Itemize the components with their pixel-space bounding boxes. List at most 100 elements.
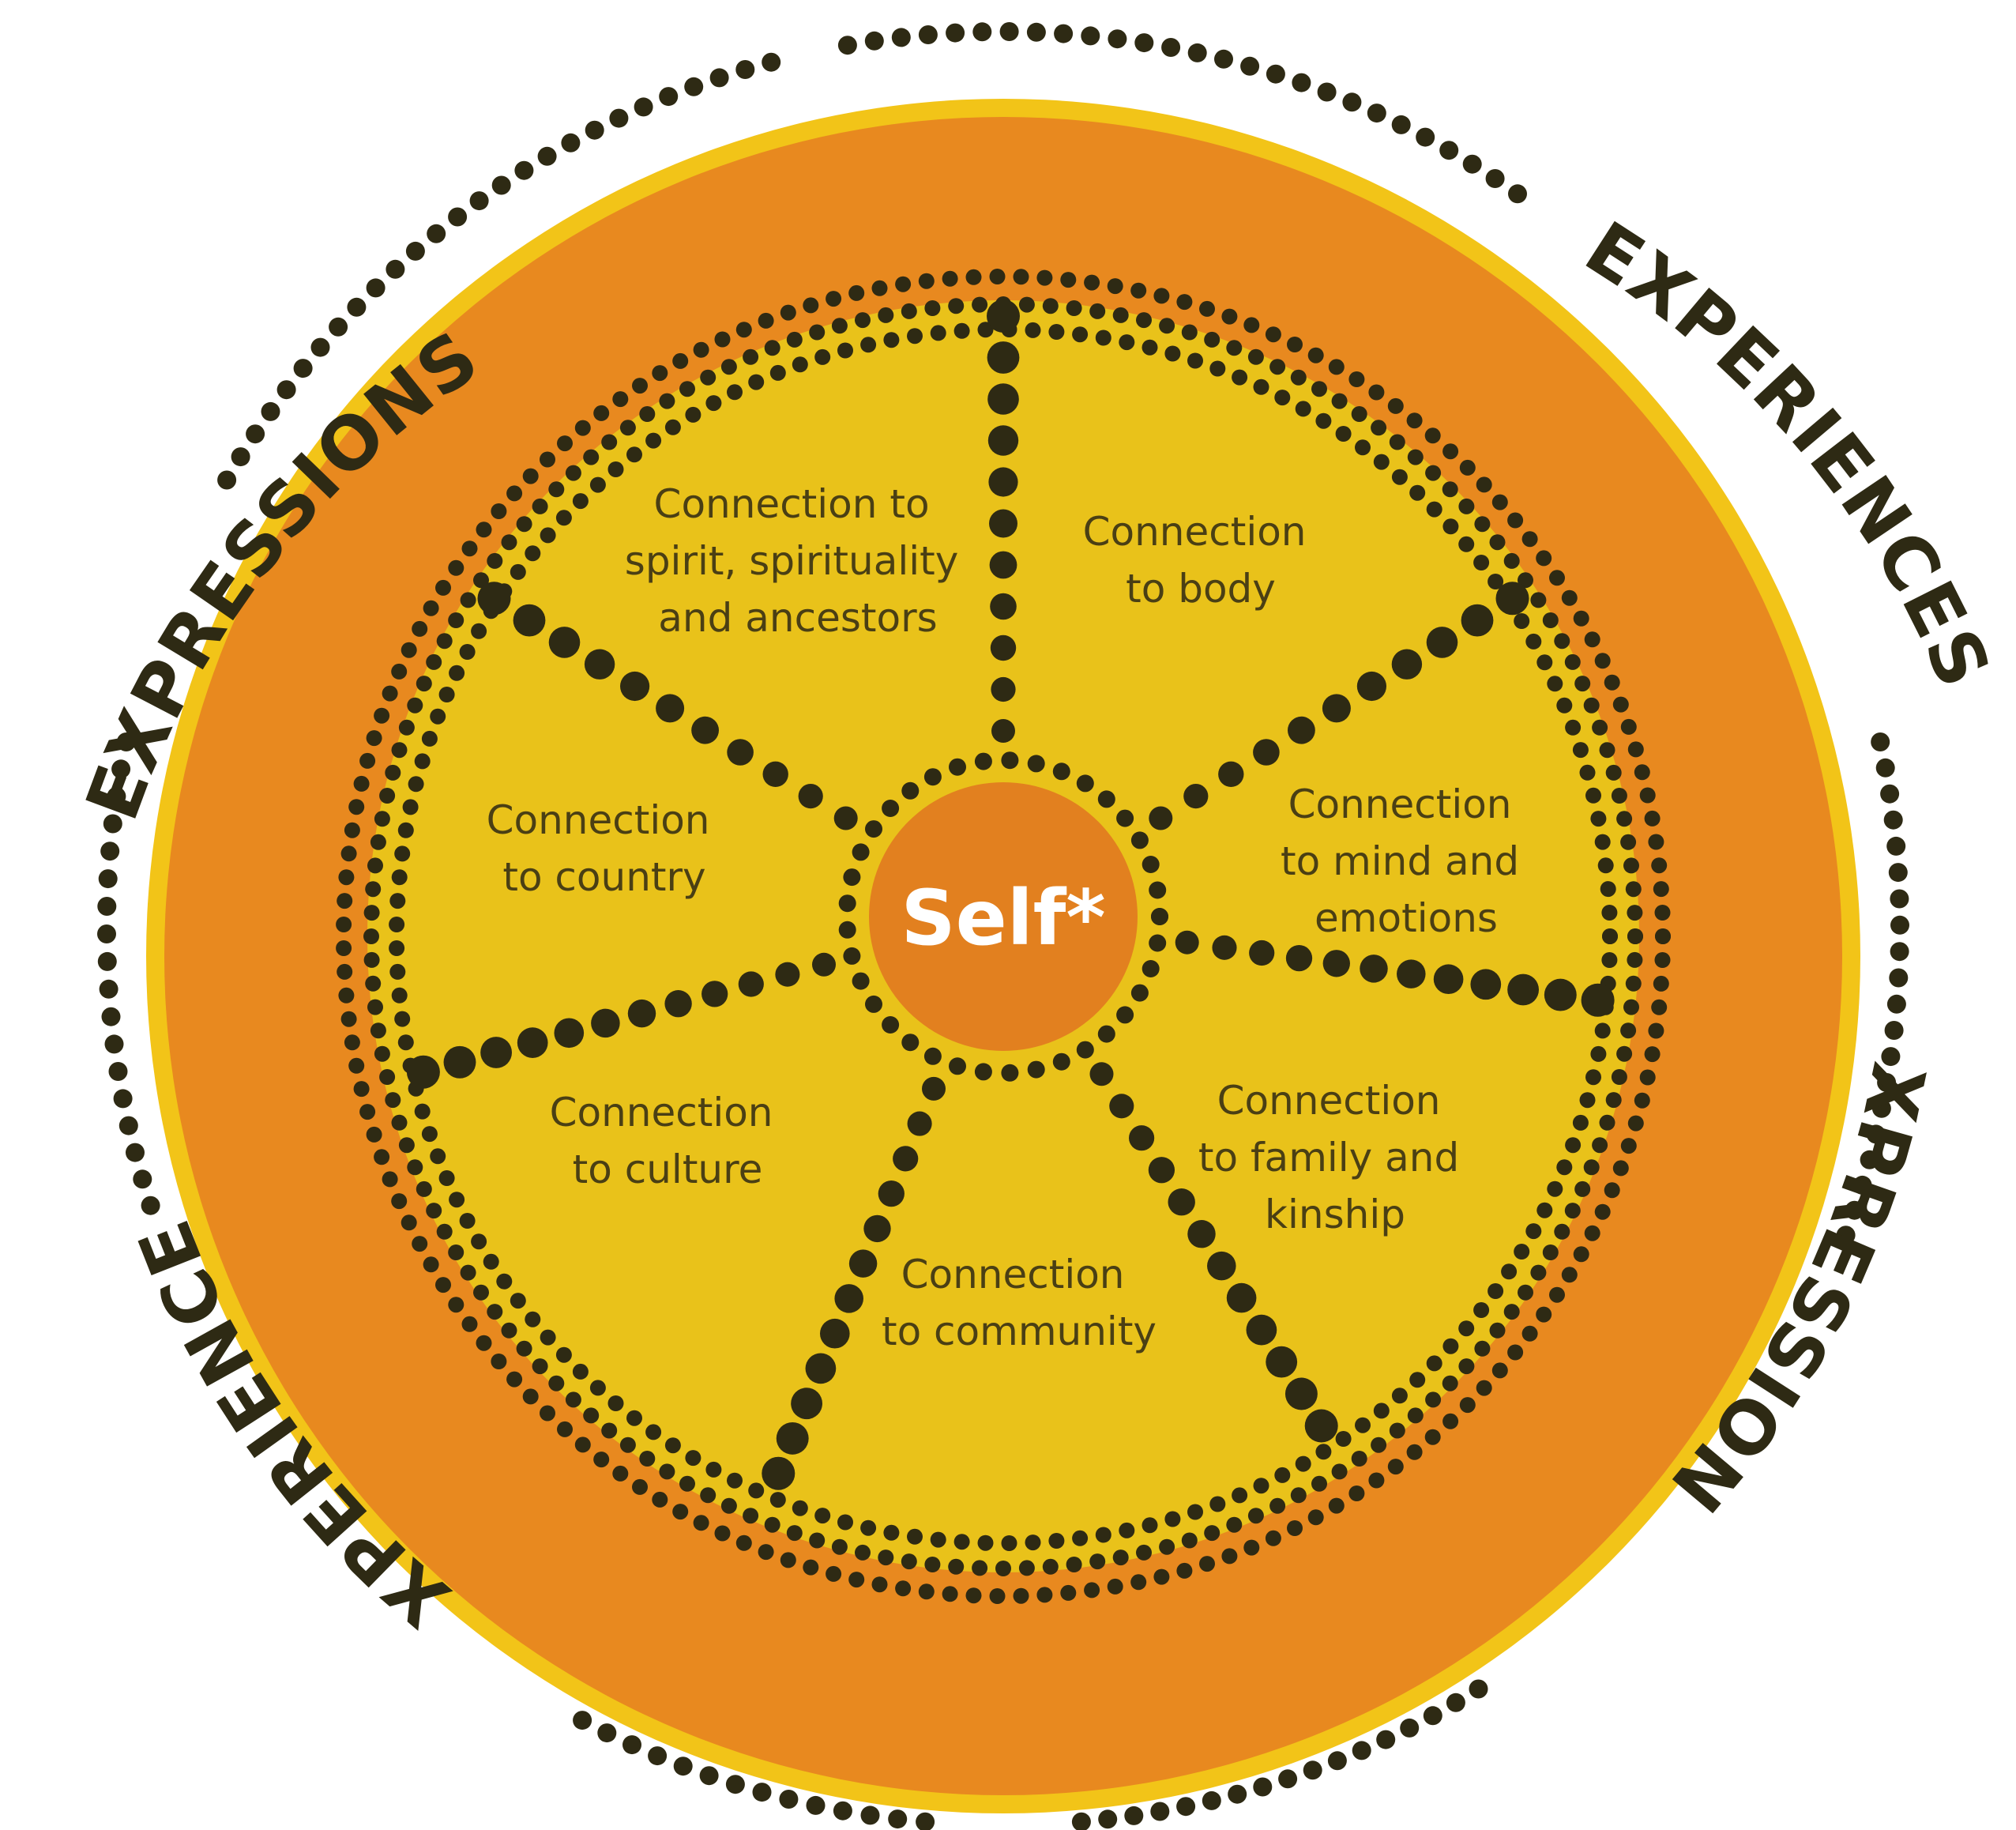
ring-dot: [449, 1192, 465, 1208]
ring-dot: [438, 687, 455, 702]
ring-dot: [374, 1149, 390, 1165]
outer-arc-dot: [1881, 1047, 1901, 1067]
ring-dot: [1611, 788, 1627, 804]
ring-dot: [942, 270, 958, 287]
ring-dot: [1639, 1069, 1656, 1086]
outer-arc-dot: [622, 1735, 641, 1755]
ring-dot: [1525, 633, 1542, 650]
spoke-dot: [548, 627, 581, 658]
ring-dot: [1025, 322, 1041, 338]
ring-dot: [374, 1045, 390, 1062]
ring-dot: [1579, 1092, 1596, 1109]
ring-dot: [652, 1491, 668, 1508]
outer-arc-dot: [108, 1062, 128, 1081]
ring-dot: [374, 811, 390, 827]
ring-dot: [473, 1284, 489, 1301]
ring-dot: [471, 1233, 487, 1250]
outer-arc-dot: [1317, 82, 1337, 102]
ring-dot: [593, 405, 610, 421]
ring-dot: [1307, 1509, 1324, 1526]
ring-dot: [895, 276, 912, 292]
ring-dot: [1620, 718, 1637, 735]
ring-dot: [831, 1538, 848, 1555]
outer-arc-dot: [891, 28, 911, 47]
ring-dot: [659, 1463, 675, 1480]
ring-dot: [1066, 300, 1082, 316]
ring-dot: [1651, 999, 1668, 1015]
ring-dot: [735, 322, 752, 338]
outer-arc-dot: [1875, 758, 1895, 778]
ring-dot: [803, 297, 819, 314]
ring-dot: [679, 381, 695, 397]
outer-arc-dot: [1886, 994, 1906, 1014]
ring-dot: [780, 1552, 796, 1568]
ring-dot: [1594, 1022, 1611, 1039]
ring-dot: [1269, 359, 1286, 375]
spoke-dot: [1266, 1346, 1298, 1378]
ring-dot: [1425, 1391, 1442, 1408]
spoke-dot: [1226, 1282, 1257, 1313]
ring-dot: [803, 1559, 819, 1576]
ring-dot: [1442, 518, 1459, 535]
ring-dot: [1572, 1114, 1589, 1131]
ring-dot: [837, 342, 853, 359]
segment-label-community: Connection to community: [882, 1252, 1157, 1354]
ring-dot: [476, 1335, 492, 1351]
ring-dot: [1164, 1511, 1181, 1527]
ring-dot: [1536, 1306, 1552, 1323]
ring-dot: [1187, 1504, 1203, 1520]
spoke-dot: [812, 952, 836, 977]
ring-dot: [1518, 572, 1533, 589]
ring-dot: [1209, 360, 1226, 377]
spoke-dot: [922, 1076, 946, 1101]
outer-arc-dot: [735, 60, 755, 79]
center-ring-dot: [1027, 1060, 1045, 1079]
ring-dot: [1409, 484, 1426, 501]
spoke-dot: [1218, 761, 1244, 787]
ring-dot: [1371, 1437, 1387, 1453]
spoke-dot: [1360, 955, 1388, 983]
ring-dot: [1620, 834, 1637, 850]
ring-dot: [758, 1544, 774, 1561]
ring-dot: [448, 612, 465, 628]
ring-dot: [705, 1461, 722, 1478]
center-ring-dot: [1151, 908, 1168, 925]
center-ring-dot: [843, 868, 861, 887]
ring-dot: [1458, 498, 1475, 514]
ring-dot: [1549, 1286, 1565, 1303]
outer-arc-dot: [752, 1783, 772, 1802]
ring-dot: [1159, 318, 1175, 334]
outer-arc-dot: [1098, 1809, 1118, 1829]
ring-dot: [397, 1034, 414, 1051]
ring-dot: [353, 775, 370, 792]
ring-dot: [1599, 742, 1615, 759]
ring-dot: [814, 1508, 831, 1524]
ring-dot: [1612, 1160, 1629, 1177]
ring-dot: [901, 303, 917, 319]
ring-dot: [1489, 534, 1506, 551]
ring-dot: [574, 420, 591, 436]
ring-dot: [540, 527, 556, 544]
ring-dot: [1295, 1455, 1311, 1472]
ring-dot: [1489, 1322, 1506, 1339]
ring-dot: [1644, 810, 1661, 827]
ring-dot: [1518, 1284, 1533, 1301]
ring-dot: [831, 318, 848, 334]
outer-arc-dot: [293, 359, 313, 378]
ring-dot: [1130, 1574, 1147, 1591]
ring-dot: [593, 1452, 610, 1468]
ring-dot: [1119, 334, 1135, 351]
ring-dot: [365, 881, 382, 898]
ring-dot: [995, 1561, 1011, 1576]
ring-dot: [714, 331, 731, 348]
spoke-dot: [1461, 604, 1494, 637]
ring-dot: [1627, 1115, 1644, 1132]
center-ring-dot: [882, 1016, 900, 1034]
ring-dot: [391, 1193, 408, 1210]
center-ring-dot: [923, 768, 942, 786]
ring-dot: [1232, 1487, 1248, 1504]
outer-arc-dot: [1253, 1777, 1273, 1797]
ring-dot: [1458, 536, 1475, 552]
ring-dot: [672, 1504, 689, 1520]
